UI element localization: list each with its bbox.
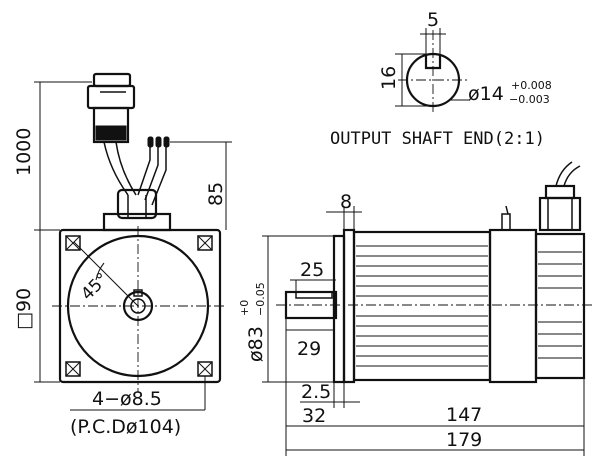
- front-view: 1000 85 □90 45°: [13, 72, 232, 438]
- total-length-label: 179: [446, 429, 482, 451]
- shaft-tol-upper: +0.008: [511, 79, 552, 92]
- shaft-length-label: 25: [300, 259, 324, 281]
- body-length-label: 147: [446, 404, 482, 426]
- cooling-fins: [356, 245, 488, 367]
- holes-label: 4−ø8.5: [92, 388, 162, 410]
- square-size-label: □90: [13, 288, 35, 330]
- pcd-label: (P.C.Dø104): [70, 416, 181, 438]
- angle-label: 45°: [77, 269, 112, 304]
- side-view: 8 25 29 ø83 +0 −0.05 2.5 32 147 179: [238, 161, 592, 456]
- cable-wires: [137, 136, 170, 206]
- mounting-holes: [65, 235, 213, 377]
- pilot-diameter-label: ø83: [245, 326, 267, 362]
- encoder-fins: [538, 251, 582, 359]
- total-height-label: 1000: [13, 128, 35, 176]
- shaft-end-detail: 5 16 ø14 +0.008 −0.003 OUTPUT SHAFT END(…: [330, 9, 552, 149]
- shaft-tol-lower: −0.003: [509, 93, 550, 106]
- pilot-length-label: 29: [297, 338, 321, 360]
- cable-length-label: 85: [205, 182, 227, 206]
- shaft-height-label: 16: [378, 66, 400, 90]
- pilot-tol-upper: +0: [238, 300, 251, 316]
- spigot-label: 2.5: [301, 381, 331, 403]
- shaft-diameter-label: ø14: [468, 83, 504, 105]
- flange-thickness-label: 8: [340, 191, 352, 213]
- output-shaft-caption: OUTPUT SHAFT END(2:1): [330, 129, 545, 149]
- pilot-tol-lower: −0.05: [254, 282, 267, 316]
- shaft-total-label: 32: [302, 405, 326, 427]
- key-width-label: 5: [427, 9, 439, 31]
